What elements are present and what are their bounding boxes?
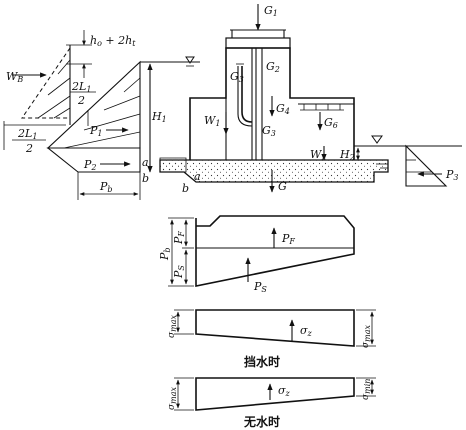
upstream-pressure-triangle: P1 [46, 60, 141, 149]
label-point-b: b [142, 172, 149, 185]
label-point-b2: b [182, 182, 189, 195]
p2-pressure: P2 [46, 147, 141, 173]
label-sigma-dry: σz [278, 384, 291, 398]
stress-diagram-dry: σz σmax σmin 无水时 [167, 377, 376, 429]
label-w2: W2 [310, 148, 326, 162]
frac-lower-top: 2L1 [17, 127, 37, 141]
frac-lower-bottom: 2 [25, 142, 33, 155]
caption-water-retaining: 挡水时 [244, 354, 280, 369]
label-sigma-water: σz [300, 324, 313, 338]
label-wb: WB [6, 70, 23, 84]
label-h1: H1 [151, 110, 167, 124]
wave-pressure-diagram: WB 2L1 2 ho + 2ht 2L1 2 [3, 30, 136, 155]
label-g6: G6 [324, 116, 338, 130]
label-h2: H2 [339, 148, 355, 162]
label-p3: P3 [445, 168, 459, 182]
label-g2: G2 [266, 60, 280, 74]
label-side-ps: PS [172, 265, 186, 279]
label-smax-dry: σmax [167, 386, 178, 410]
label-pf: PF [281, 232, 295, 246]
label-g: G [278, 180, 287, 193]
label-p1: P1 [89, 124, 103, 138]
main-section: WB 2L1 2 ho + 2ht 2L1 2 P1 [3, 4, 462, 200]
label-w1: W1 [204, 114, 220, 128]
downstream-pressure-triangle: P3 [405, 144, 459, 187]
label-smin-dry: σmin [361, 379, 372, 400]
label-side-pb: Pb [158, 247, 172, 261]
label-pb: Pb [99, 180, 113, 194]
label-wave-height: ho + 2ht [90, 34, 136, 48]
label-point-a: a [142, 156, 149, 169]
stress-diagram-water: σz σmax σmax 挡水时 [167, 309, 376, 369]
label-g1: G1 [264, 4, 278, 18]
caption-no-water: 无水时 [243, 414, 280, 429]
label-g3-bottom: G3 [262, 124, 276, 138]
uplift-pressure-diagram: PF PS Pb PF PS [158, 215, 355, 294]
label-g4: G4 [276, 102, 290, 116]
label-side-pf: PF [172, 231, 186, 245]
label-p2: P2 [83, 158, 97, 172]
label-smax-water: σmax [167, 314, 178, 338]
label-g3-top: G3 [230, 70, 244, 84]
sluice-pier [189, 29, 355, 160]
frac-upper-bottom: 2 [77, 94, 85, 107]
frac-upper-top: 2L1 [71, 80, 91, 94]
label-ps: PS [253, 280, 267, 294]
sluice-floor-slab [159, 157, 389, 183]
label-smin-water: σmax [361, 324, 372, 348]
